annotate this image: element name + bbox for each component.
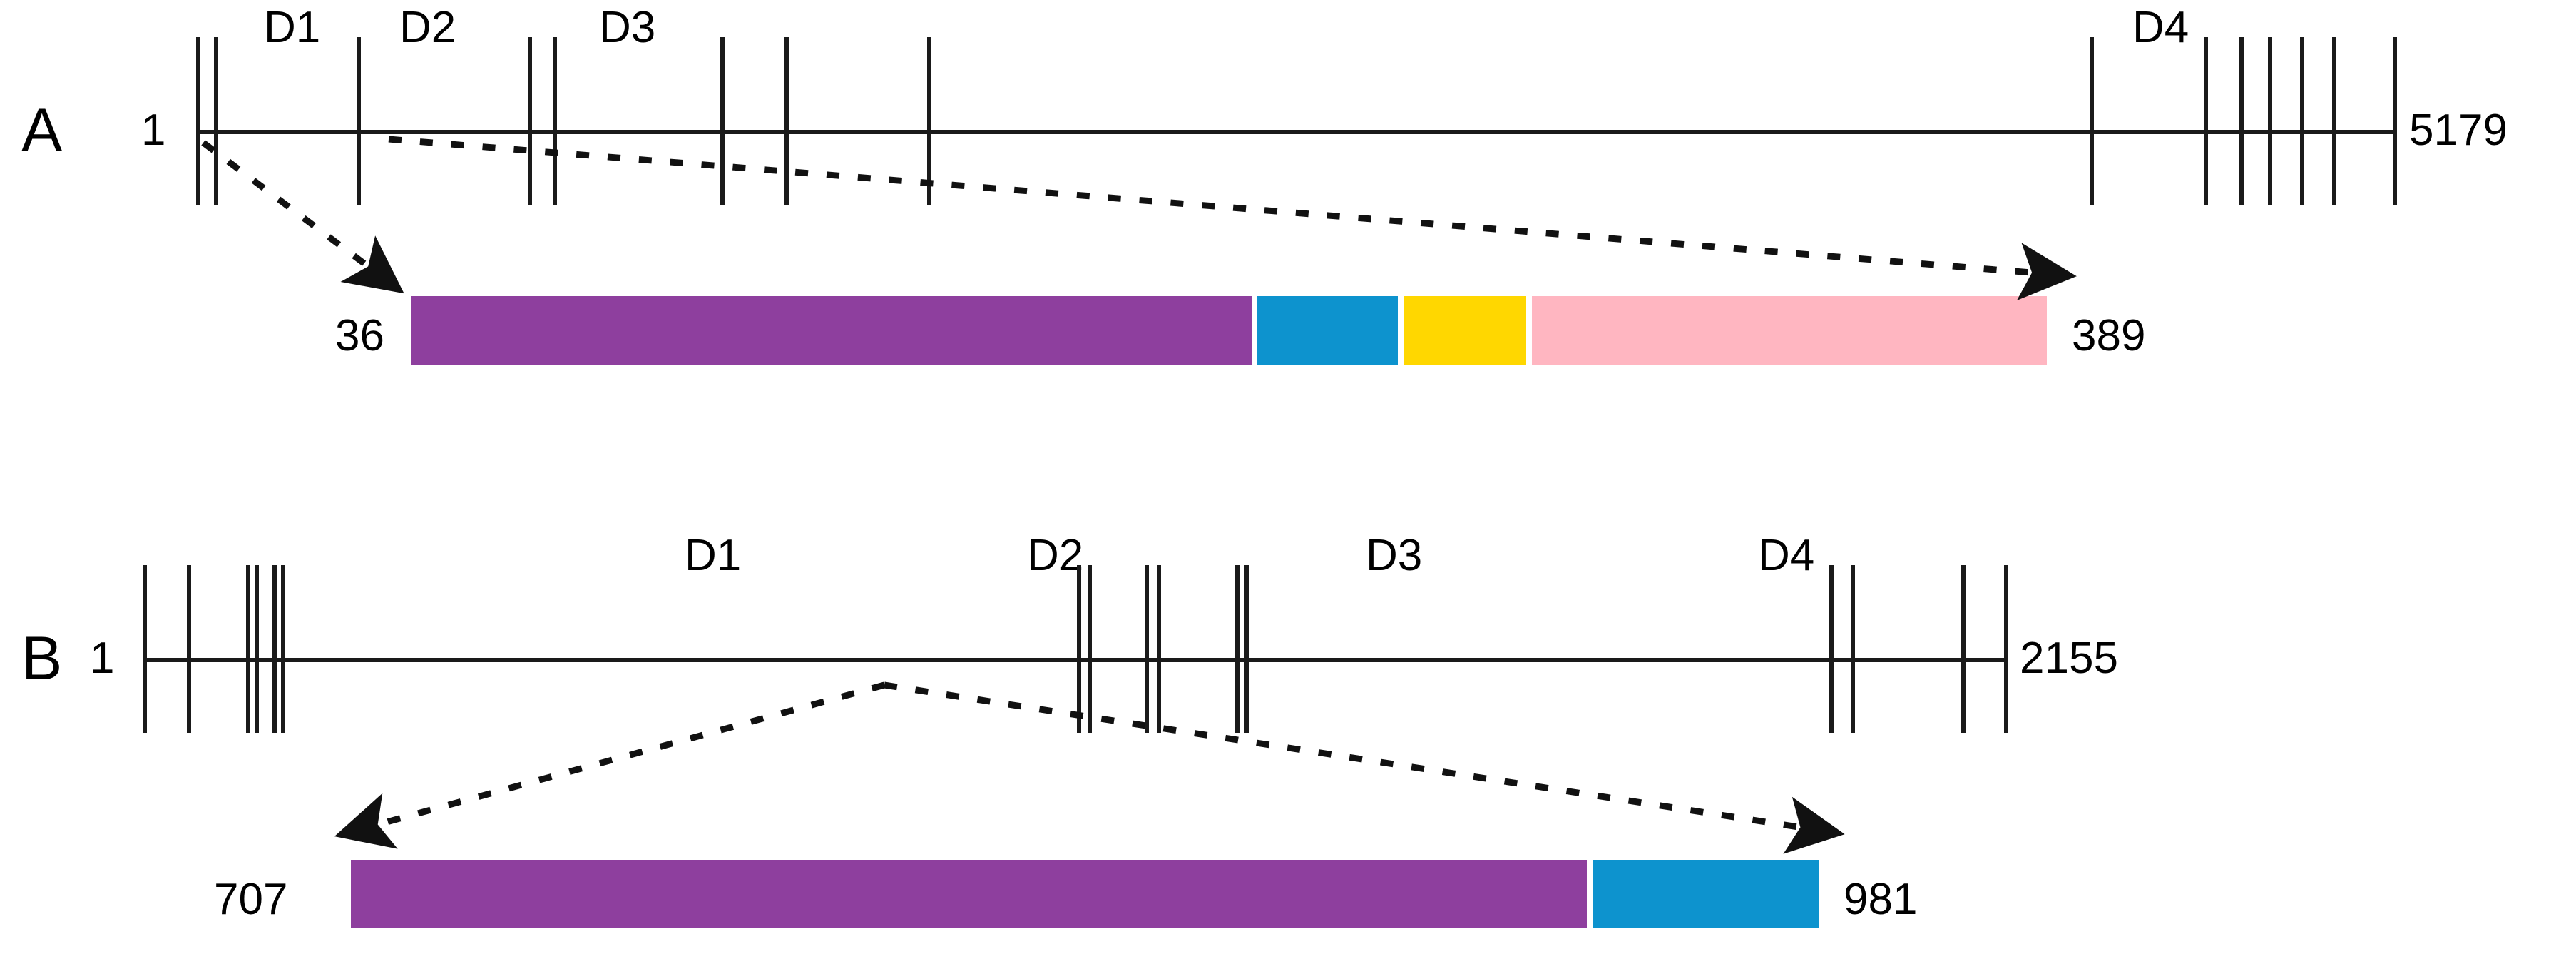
- panel-B-bar-end-label: 981: [1844, 875, 1918, 924]
- panel-B-domain-bar: [351, 860, 1819, 928]
- panel-B-tick: [272, 565, 277, 733]
- panel-A-tick: [2268, 37, 2272, 205]
- panel-A-tick: [720, 37, 725, 205]
- panel-B-tick: [281, 565, 285, 733]
- panel-B-tick: [1077, 565, 1081, 733]
- panel-A-domain-label-d2: D2: [399, 3, 456, 52]
- panel-B-tick: [1088, 565, 1092, 733]
- panel-A-tick: [528, 37, 532, 205]
- panel-A-tick: [784, 37, 789, 205]
- panel-B-tick: [1145, 565, 1149, 733]
- panel-B-tick: [2004, 565, 2008, 733]
- panel-B-tick: [1829, 565, 1834, 733]
- panel-A-tick: [214, 37, 218, 205]
- panel-B-domain-label-d4: D4: [1758, 531, 1815, 580]
- panel-A-segment-purple: [411, 296, 1252, 365]
- panel-B-end-coordinate: 2155: [2020, 634, 2118, 683]
- panel-B-letter: B: [21, 624, 63, 693]
- panel-A-letter: A: [21, 96, 63, 165]
- panel-A-tick: [2239, 37, 2244, 205]
- panel-B-tick: [246, 565, 250, 733]
- panel-B-tick: [143, 565, 147, 733]
- panel-A-segment-pink: [1532, 296, 2047, 365]
- panel-B-tick: [1851, 565, 1855, 733]
- panel-A-axis-line: [196, 130, 2393, 134]
- panel-B-bar-start-label: 707: [214, 875, 288, 924]
- panel-B-segment-blue: [1593, 860, 1819, 928]
- panel-A-start-coordinate: 1: [141, 106, 166, 155]
- panel-B-tick: [1235, 565, 1240, 733]
- panel-B-tick: [255, 565, 259, 733]
- panel-A-tick: [2300, 37, 2304, 205]
- panel-B-tick: [187, 565, 191, 733]
- panel-A-tick: [553, 37, 557, 205]
- panel-A-bar-end-label: 389: [2072, 311, 2146, 360]
- panel-B-start-coordinate: 1: [90, 634, 115, 683]
- panel-B-domain-label-d2: D2: [1027, 531, 1084, 580]
- panel-B-connector-left: [334, 681, 886, 849]
- panel-A-tick: [2393, 37, 2397, 205]
- panel-A-tick: [196, 37, 200, 205]
- panel-B-axis-line: [143, 658, 2004, 662]
- panel-A-domain-bar: [411, 296, 2047, 365]
- panel-B-tick: [1157, 565, 1161, 733]
- panel-B-domain-label-d1: D1: [685, 531, 742, 580]
- panel-A-tick: [2332, 37, 2336, 205]
- panel-A-tick: [2204, 37, 2208, 205]
- panel-A-tick: [927, 37, 931, 205]
- panel-A-tick: [2090, 37, 2094, 205]
- panel-A-segment-yellow: [1404, 296, 1526, 365]
- panel-A-end-coordinate: 5179: [2409, 106, 2508, 155]
- panel-A-segment-blue: [1257, 296, 1398, 365]
- panel-A-connector-left: [201, 140, 404, 294]
- panel-A-tick: [357, 37, 361, 205]
- panel-B-segment-purple: [351, 860, 1587, 928]
- panel-A-bar-start-label: 36: [335, 311, 384, 360]
- panel-B-connector-right: [884, 681, 1845, 854]
- panel-B-tick: [1244, 565, 1249, 733]
- panel-B-tick: [1961, 565, 1966, 733]
- panel-B-domain-label-d3: D3: [1366, 531, 1423, 580]
- panel-A-domain-label-d1: D1: [264, 3, 321, 52]
- panel-A-domain-label-d3: D3: [599, 3, 656, 52]
- panel-A-connector-right: [388, 136, 2077, 300]
- panel-A-domain-label-d4: D4: [2132, 3, 2189, 52]
